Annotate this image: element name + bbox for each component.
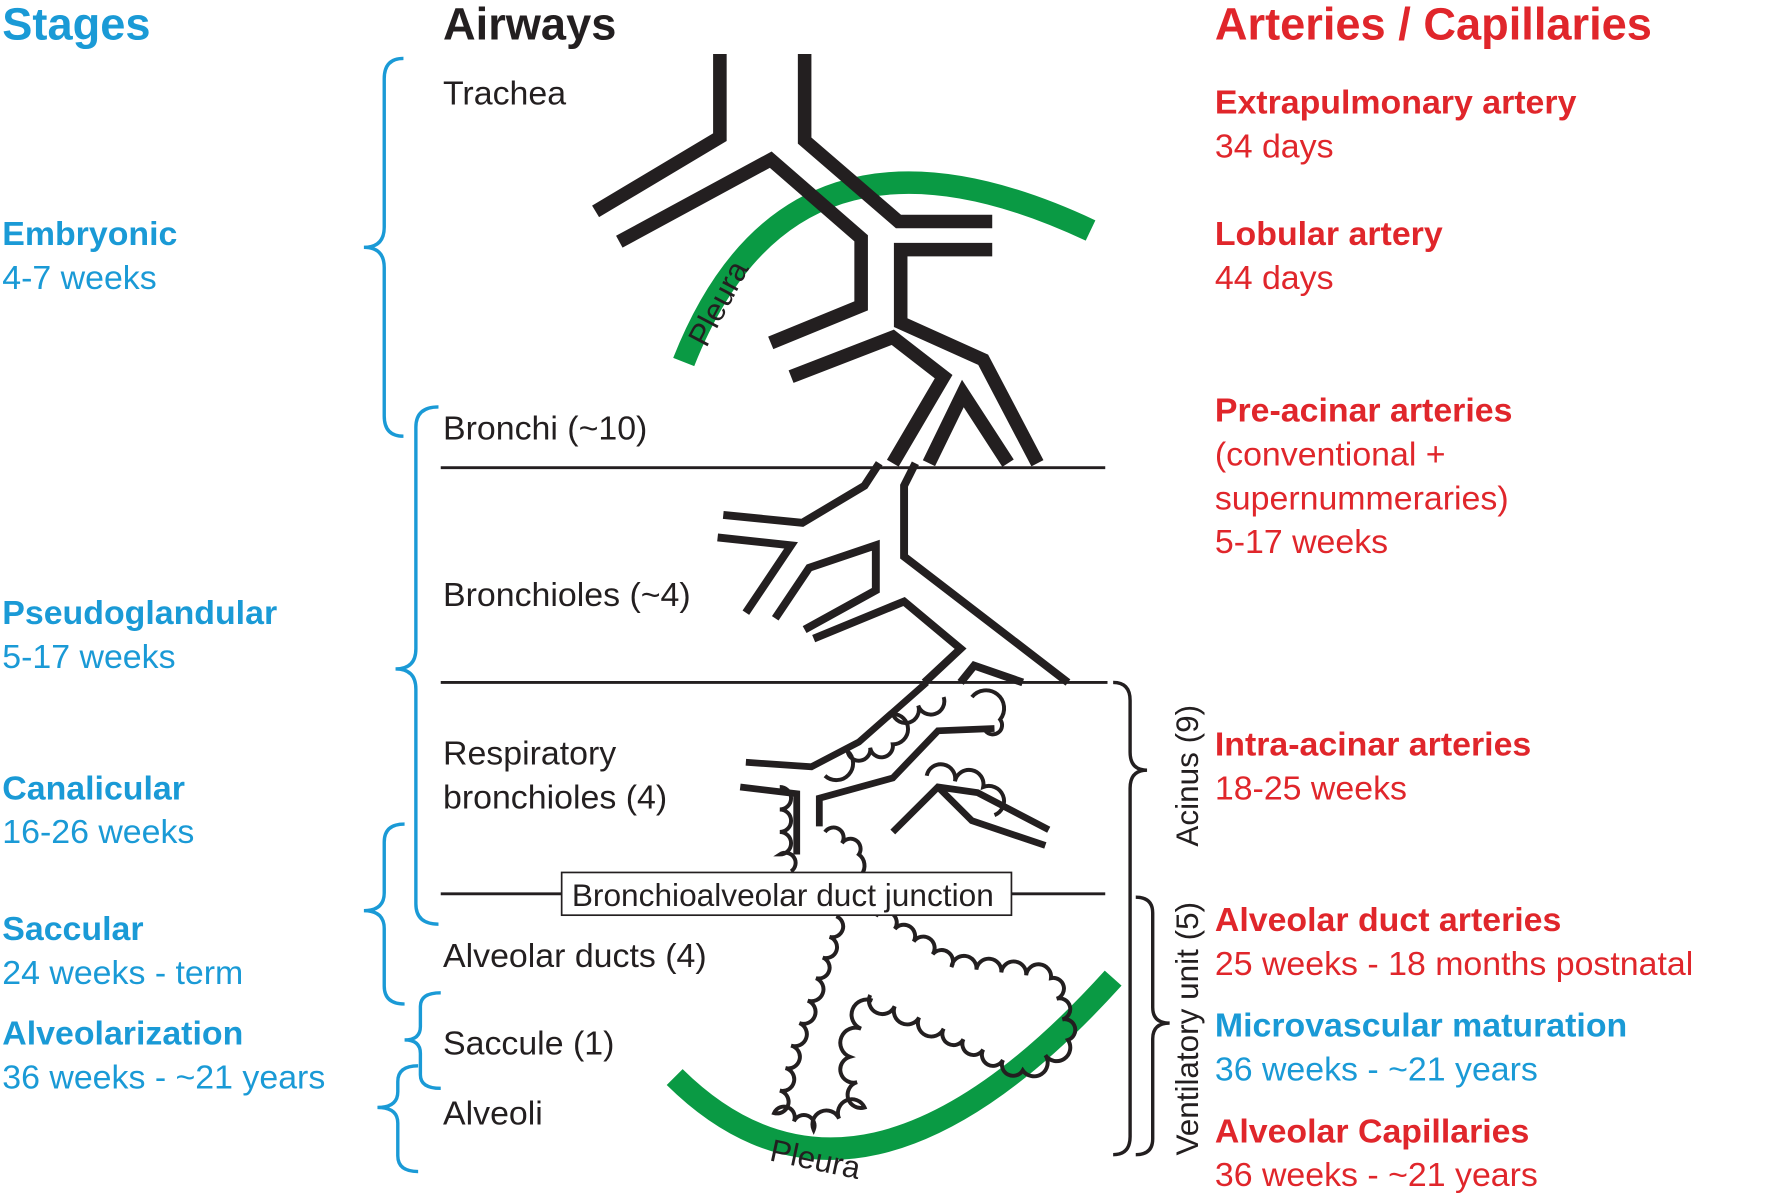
- microvascular-maturation-time: 36 weeks - ~21 years: [1215, 1051, 1538, 1089]
- alveolar-outline: [773, 785, 798, 873]
- stage-pseudoglandular: Pseudoglandular: [2, 594, 277, 632]
- artery-pre-acinar-line2: supernummeraries): [1215, 479, 1509, 517]
- alveolar-outline: [924, 762, 1006, 817]
- bronchus-wall: [893, 242, 1044, 467]
- artery-pre-acinar-time: 5-17 weeks: [1215, 523, 1388, 561]
- microvascular-maturation: Microvascular maturation: [1215, 1007, 1627, 1045]
- stage-saccular-time: 24 weeks - term: [2, 954, 243, 992]
- bronchus-wall: [797, 53, 993, 229]
- bronchus-wall: [592, 53, 727, 218]
- artery-pre-acinar: Pre-acinar arteries: [1215, 392, 1513, 430]
- artery-intra-acinar: Intra-acinar arteries: [1215, 726, 1531, 764]
- airway-respiratory: Respiratory: [443, 735, 616, 773]
- bronchiole-wall: [957, 660, 1025, 687]
- artery-lobular: Lobular artery: [1215, 215, 1443, 253]
- brace-pseudoglandular: [395, 405, 439, 926]
- pleura-bottom-arc: [666, 970, 1122, 1160]
- brace-saccular: [404, 991, 441, 1091]
- artery-lobular-time: 44 days: [1215, 259, 1334, 297]
- pleura-top-arc: [673, 171, 1096, 367]
- brace-acinus: [1113, 680, 1148, 1157]
- artery-pre-acinar-line1: (conventional +: [1215, 436, 1446, 474]
- stage-alveolarization: Alveolarization: [2, 1015, 243, 1053]
- bronchiole-wall: [771, 539, 880, 634]
- airway-tree: [592, 53, 1078, 1135]
- airway-respiratory-bronchioles: bronchioles (4): [443, 778, 667, 816]
- brace-embryonic: [363, 56, 404, 438]
- stage-braces: [363, 56, 1170, 1174]
- bronchiole-wall: [722, 461, 883, 527]
- stage-saccular: Saccular: [2, 910, 143, 948]
- alveolar-outline: [970, 688, 1007, 737]
- brace-ventilatory: [1135, 895, 1170, 1157]
- airway-alveolar-ducts: Alveolar ducts (4): [443, 937, 707, 975]
- junction-label: Bronchioalveolar duct junction: [572, 877, 994, 913]
- ventilatory-unit-label: Ventilatory unit (5): [1169, 902, 1205, 1156]
- artery-extrapulmonary-time: 34 days: [1215, 127, 1334, 165]
- respiratory-bronchiole-wall: [745, 679, 929, 771]
- stage-pseudoglandular-time: 5-17 weeks: [2, 638, 175, 676]
- bronchus-wall: [788, 329, 953, 467]
- respiratory-bronchiole-wall: [890, 783, 1051, 835]
- alveolar-capillaries-time: 36 weeks - ~21 years: [1215, 1156, 1538, 1194]
- stage-canalicular-time: 16-26 weeks: [2, 813, 194, 851]
- alveolar-outline: [823, 696, 947, 783]
- airway-saccule: Saccule (1): [443, 1025, 614, 1063]
- alveolar-capillaries: Alveolar Capillaries: [1215, 1112, 1530, 1150]
- acinus-label: Acinus (9): [1169, 705, 1205, 847]
- pleura-label-top: Pleura: [681, 254, 756, 352]
- bronchiole-wall: [900, 461, 1071, 686]
- stage-embryonic-time: 4-7 weeks: [2, 259, 156, 297]
- airway-bronchi: Bronchi (~10): [443, 410, 647, 448]
- stage-embryonic: Embryonic: [2, 215, 177, 253]
- respiratory-bronchiole-wall: [815, 725, 995, 827]
- stage-alveolarization-time: 36 weeks - ~21 years: [2, 1058, 325, 1096]
- stage-canalicular: Canalicular: [2, 769, 185, 807]
- artery-alveolar-duct-time: 25 weeks - 18 months postnatal: [1215, 945, 1693, 983]
- brace-alveolarization: [377, 1064, 419, 1174]
- alveolar-outline: [771, 914, 874, 1135]
- respiratory-bronchiole-wall: [739, 783, 801, 855]
- brace-canalicular: [363, 822, 405, 1006]
- artery-intra-acinar-time: 18-25 weeks: [1215, 769, 1407, 807]
- bronchus-wall: [616, 151, 868, 350]
- artery-extrapulmonary: Extrapulmonary artery: [1215, 84, 1577, 122]
- bronchus-wall: [922, 379, 1014, 467]
- airway-trachea: Trachea: [443, 75, 566, 113]
- junction-box: [560, 871, 1013, 917]
- airway-alveoli: Alveoli: [443, 1094, 543, 1132]
- stages-header: Stages: [2, 0, 150, 49]
- airway-bronchioles: Bronchioles (~4): [443, 576, 691, 614]
- arteries-header: Arteries / Capillaries: [1215, 0, 1652, 49]
- bronchiole-wall: [812, 596, 967, 686]
- respiratory-bronchiole-wall: [935, 784, 1047, 849]
- alveolar-outline: [866, 909, 1078, 1079]
- airways-header: Airways: [443, 0, 616, 49]
- artery-alveolar-duct: Alveolar duct arteries: [1215, 901, 1562, 939]
- bronchiole-wall: [717, 533, 798, 615]
